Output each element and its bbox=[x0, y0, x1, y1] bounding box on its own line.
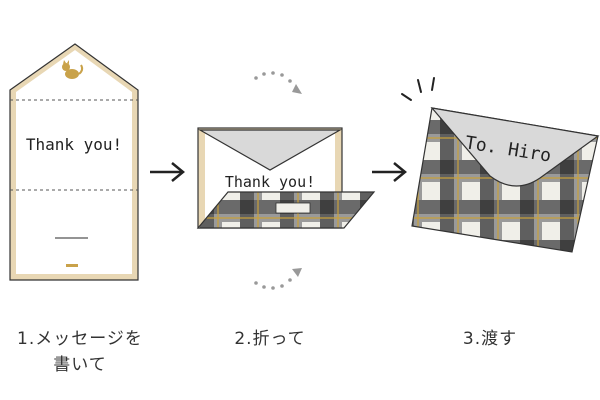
step-3-label: 3.渡す bbox=[462, 329, 518, 349]
folding-card: Thank you! bbox=[196, 127, 376, 229]
rotate-arrow-icon bbox=[254, 268, 302, 290]
card-message: Thank you! bbox=[225, 173, 315, 191]
step-2-label: 2.折って bbox=[234, 329, 306, 349]
arrow-right-icon bbox=[150, 162, 185, 182]
rotate-arrow-icon bbox=[254, 71, 302, 94]
step-1-line2: 書いて bbox=[53, 355, 107, 375]
card-message: Thank you! bbox=[26, 135, 122, 154]
open-card: Thank you! bbox=[9, 43, 139, 281]
step-1-line1: 1.メッセージを bbox=[17, 329, 143, 349]
cat-icon bbox=[62, 60, 84, 79]
arrow-right-icon bbox=[372, 162, 407, 182]
sparkle-lines-icon bbox=[401, 77, 435, 101]
brand-mark bbox=[66, 264, 78, 267]
step-1-label: 1.メッセージを 書いて bbox=[10, 326, 150, 378]
closed-envelope: To. Hiro bbox=[411, 107, 600, 253]
